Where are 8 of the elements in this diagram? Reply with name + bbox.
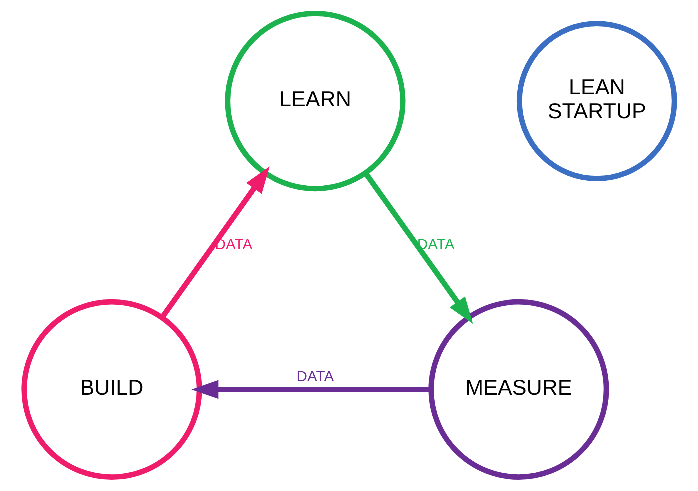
node-circle: LEAN STARTUP — [516, 21, 677, 182]
arrow — [191, 380, 431, 400]
arrow — [363, 172, 473, 324]
node-circle: MEASURE — [428, 299, 609, 480]
node-circle: LEARN — [224, 11, 406, 192]
node-circle: BUILD — [21, 299, 202, 480]
arrow — [160, 166, 270, 320]
edge-label: DATA — [296, 369, 334, 386]
